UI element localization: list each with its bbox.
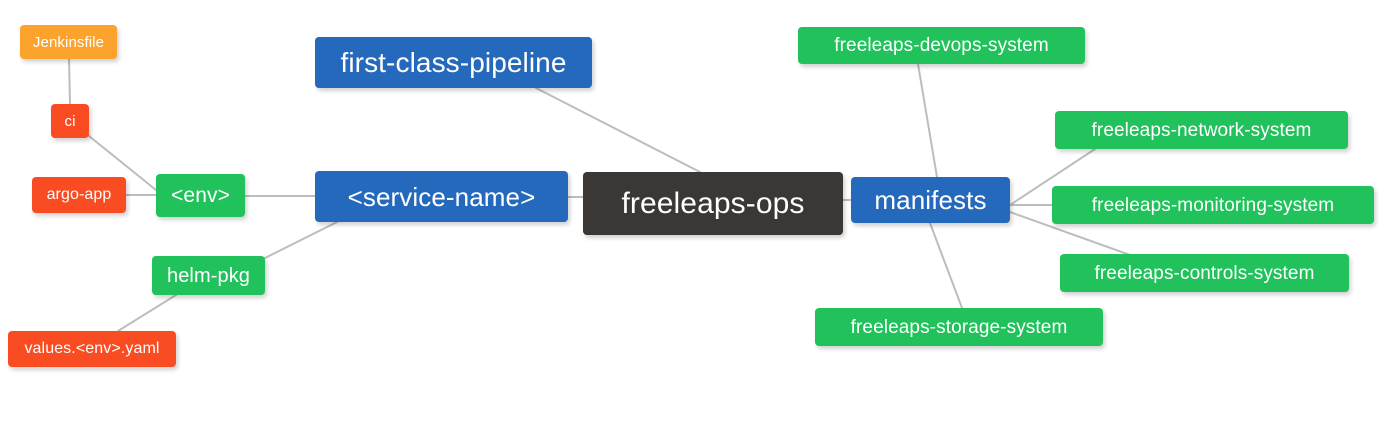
mindmap-node-freeleaps-devops-system[interactable]: freeleaps-devops-system [798,27,1085,64]
mindmap-node-helm-pkg[interactable]: helm-pkg [152,256,265,295]
edge-service-name-to-helm-pkg [264,221,338,259]
mindmap-node-label: values.<env>.yaml [24,340,160,357]
mindmap-node-label: freeleaps-devops-system [834,35,1049,56]
edge-first-class-pipeline-to-freeleaps-ops [535,87,701,173]
mindmap-node-label: freeleaps-ops [621,186,805,220]
mindmap-node-label: freeleaps-monitoring-system [1091,194,1335,216]
mindmap-node-label: freeleaps-storage-system [850,316,1068,338]
mindmap-node-values-env-yaml[interactable]: values.<env>.yaml [8,331,176,367]
mindmap-node-freeleaps-network-system[interactable]: freeleaps-network-system [1055,111,1348,149]
edge-manifests-to-freeleaps-storage-system [929,222,963,309]
mindmap-node-freeleaps-controls-system[interactable]: freeleaps-controls-system [1060,254,1349,292]
mindmap-node-label: freeleaps-network-system [1091,119,1312,141]
mindmap-node-freeleaps-storage-system[interactable]: freeleaps-storage-system [815,308,1103,346]
mindmap-node-label: ci [64,112,76,130]
mindmap-node-freeleaps-monitoring-system[interactable]: freeleaps-monitoring-system [1052,186,1374,224]
mindmap-node-label: argo-app [46,186,112,203]
mindmap-node-env[interactable]: <env> [156,174,245,217]
mindmap-node-manifests[interactable]: manifests [851,177,1010,223]
mindmap-node-label: Jenkinsfile [32,33,105,51]
edge-helm-pkg-to-values-env-yaml [117,294,177,332]
mindmap-node-jenkinsfile[interactable]: Jenkinsfile [20,25,117,59]
mindmap-node-label: freeleaps-controls-system [1094,262,1315,284]
mindmap-node-label: <service-name> [347,181,536,212]
mindmap-node-argo-app[interactable]: argo-app [32,177,126,213]
mindmap-node-label: first-class-pipeline [340,46,567,78]
mindmap-node-service-name[interactable]: <service-name> [315,171,568,222]
mindmap-node-ci[interactable]: ci [51,104,89,138]
mindmap-node-label: manifests [874,185,987,215]
mindmap-node-first-class-pipeline[interactable]: first-class-pipeline [315,37,592,88]
edge-manifests-to-freeleaps-devops-system [917,63,938,178]
mindmap-node-freeleaps-ops[interactable]: freeleaps-ops [583,172,843,235]
edge-jenkinsfile-to-ci [68,58,71,105]
mindmap-node-label: <env> [171,184,230,207]
mindmap-node-label: helm-pkg [166,264,251,287]
